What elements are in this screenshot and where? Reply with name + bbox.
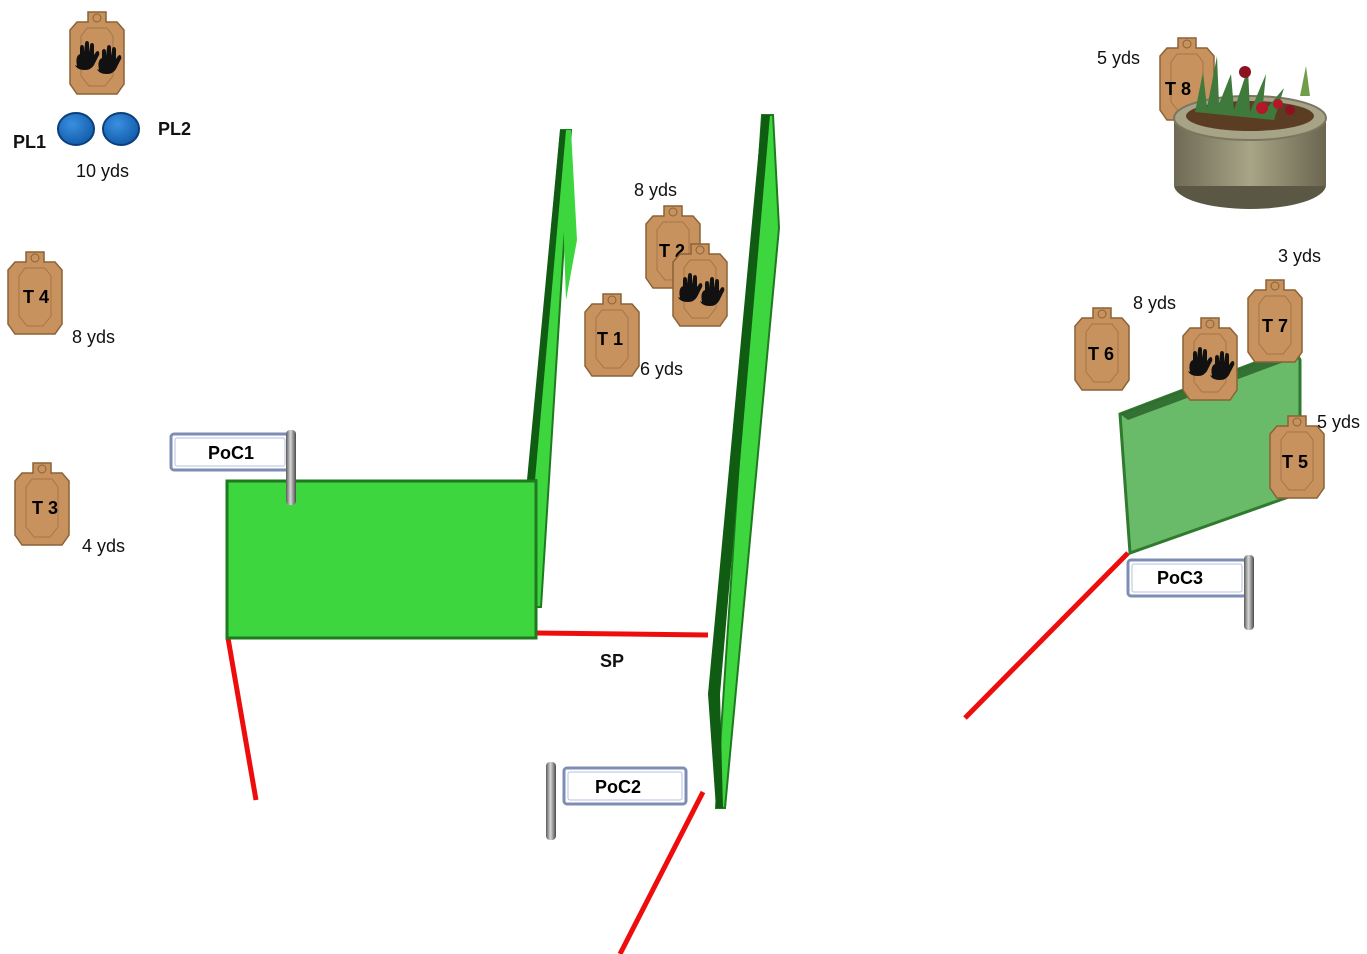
target-t8: T 8 5 yds — [1097, 37, 1215, 121]
target-t1: T 1 6 yds — [584, 293, 683, 379]
fault-lines — [225, 551, 1130, 954]
target-distance: 8 yds — [1133, 293, 1176, 313]
target-label: T 7 — [1262, 316, 1288, 336]
poc-sign-poc2: PoC2 — [546, 762, 688, 840]
poc-label: PoC1 — [208, 443, 254, 463]
pole-icon — [1244, 555, 1254, 630]
target-pl-ns — [69, 11, 125, 95]
popper-pl2 — [102, 112, 140, 146]
target-label: T 5 — [1282, 452, 1308, 472]
target-distance: 5 yds — [1317, 412, 1360, 432]
left-wall — [225, 129, 577, 640]
target-t5: T 5 5 yds — [1269, 412, 1360, 499]
pole-icon — [546, 762, 556, 840]
target-t6-ns — [1182, 317, 1238, 401]
middle-wall-face — [714, 114, 781, 809]
poc-sign-poc3: PoC3 — [1126, 555, 1254, 630]
popper-pl1 — [57, 112, 95, 146]
middle-wall — [708, 114, 781, 809]
target-distance: 4 yds — [82, 536, 125, 556]
target-distance: 8 yds — [72, 327, 115, 347]
popper-left-label: PL1 — [13, 132, 46, 152]
sign-board — [562, 766, 688, 806]
poc-sign-poc1: PoC1 — [169, 430, 296, 505]
poc-label: PoC2 — [595, 777, 641, 797]
target-label: T 3 — [32, 498, 58, 518]
stone-planter-icon — [1173, 56, 1327, 209]
fault-line-left — [225, 637, 259, 801]
target-distance: 5 yds — [1097, 48, 1140, 68]
target-t2-ns — [672, 243, 728, 327]
fault-line-start — [535, 630, 709, 638]
pole-icon — [286, 430, 296, 505]
target-t4: T 4 8 yds — [7, 251, 115, 347]
poc-label: PoC3 — [1157, 568, 1203, 588]
target-distance: 8 yds — [634, 180, 677, 200]
target-t3: T 3 4 yds — [14, 462, 125, 556]
left-wall-edge — [527, 130, 566, 480]
target-t6: T 6 8 yds — [1074, 293, 1176, 391]
target-label: T 8 — [1165, 79, 1191, 99]
fault-line-bottom — [617, 790, 706, 954]
target-label: T 1 — [597, 329, 623, 349]
left-wall-top — [560, 130, 577, 300]
popper-right-label: PL2 — [158, 119, 191, 139]
fault-line-right — [963, 551, 1130, 720]
popper-distance: 10 yds — [76, 161, 129, 181]
left-wall-front — [225, 479, 538, 640]
target-distance: 3 yds — [1278, 246, 1321, 266]
target-label: T 4 — [23, 287, 49, 307]
target-t7: T 7 3 yds — [1247, 246, 1321, 363]
target-distance: 6 yds — [640, 359, 683, 379]
target-label: T 6 — [1088, 344, 1114, 364]
middle-wall-edge — [708, 115, 770, 808]
popper-group: PL1 PL2 10 yds — [13, 112, 191, 181]
start-position-label: SP — [600, 651, 624, 671]
